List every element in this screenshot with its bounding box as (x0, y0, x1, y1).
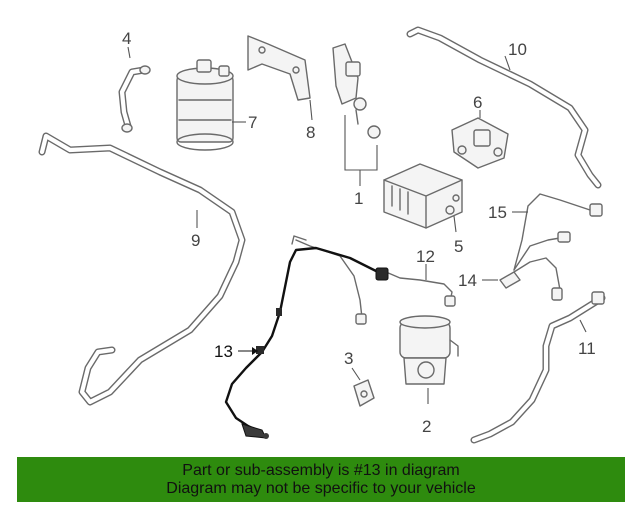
banner-line-2: Diagram may not be specific to your vehi… (166, 480, 476, 497)
part-10-vent-tube[interactable] (406, 26, 602, 189)
part-9-pipe[interactable] (38, 132, 246, 406)
info-banner: Part or sub-assembly is #13 in diagram D… (17, 457, 625, 502)
callout-4: 4 (122, 29, 131, 48)
callout-13: 13 (214, 342, 233, 361)
banner-line-1: Part or sub-assembly is #13 in diagram (182, 462, 460, 479)
part-5-box[interactable] (383, 163, 463, 229)
part-2-valve[interactable] (399, 315, 459, 385)
part-8-bracket[interactable] (247, 35, 311, 101)
parts-diagram: 4 7 8 1 10 6 (38, 26, 606, 444)
callout-8: 8 (306, 123, 315, 142)
part-1-valve[interactable] (332, 43, 381, 139)
part-3-clip[interactable] (353, 379, 375, 407)
callout-14: 14 (458, 271, 477, 290)
part-15-sensor[interactable] (499, 193, 603, 301)
callout-5: 5 (454, 237, 463, 256)
callout-11: 11 (578, 339, 596, 358)
callout-1: 1 (354, 189, 363, 208)
callout-6: 6 (473, 93, 482, 112)
callout-9: 9 (191, 231, 200, 250)
callout-12: 12 (416, 247, 435, 266)
part-6-solenoid[interactable] (451, 117, 509, 169)
part-7-canister[interactable] (176, 59, 234, 151)
callout-2: 2 (422, 417, 431, 436)
callout-10: 10 (508, 40, 527, 59)
part-12-harness[interactable] (291, 235, 456, 325)
callout-15: 15 (488, 203, 507, 222)
callout-3: 3 (344, 349, 353, 368)
part-13-wire-harness[interactable] (224, 246, 389, 439)
callout-7: 7 (248, 113, 257, 132)
part-4-hose[interactable] (118, 65, 151, 133)
part-11-tube[interactable] (470, 291, 606, 444)
